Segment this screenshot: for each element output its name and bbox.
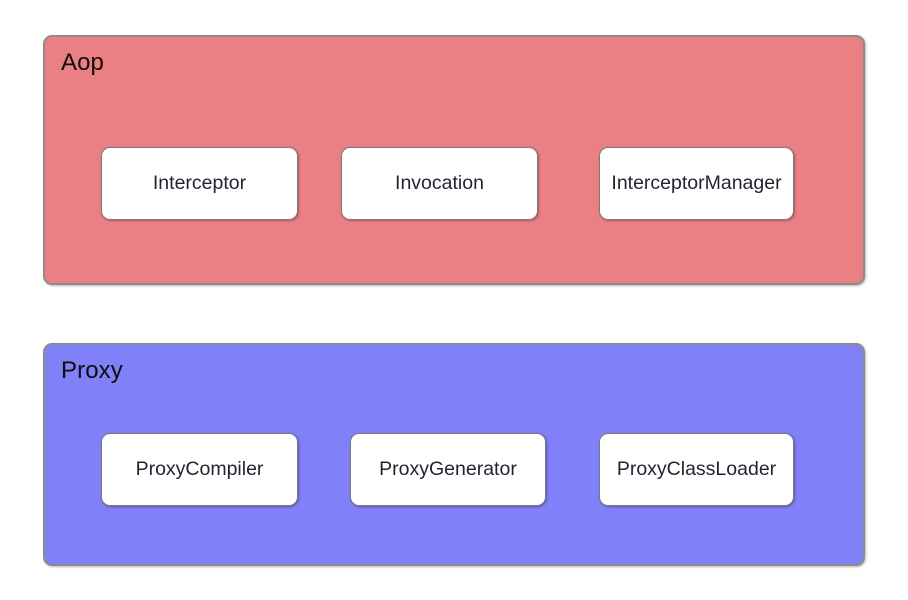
node-box-invocation[interactable]: Invocation [341, 147, 538, 220]
group-title-aop: Aop [61, 49, 105, 76]
node-label-interceptor: Interceptor [152, 172, 247, 194]
node-label-proxyclassloader: ProxyClassLoader [616, 458, 777, 480]
node-label-proxycompiler: ProxyCompiler [135, 458, 264, 480]
node-label-interceptormanager: InterceptorManager [611, 172, 782, 194]
node-label-invocation: Invocation [395, 172, 484, 194]
node-label-proxygenerator: ProxyGenerator [379, 458, 517, 480]
node-box-interceptor[interactable]: Interceptor [101, 147, 298, 220]
node-box-proxygenerator[interactable]: ProxyGenerator [350, 433, 546, 506]
node-box-proxycompiler[interactable]: ProxyCompiler [101, 433, 298, 506]
group-title-proxy: Proxy [61, 357, 123, 384]
group-container-proxy[interactable]: Proxy ProxyCompiler ProxyGenerator Proxy… [43, 343, 865, 566]
node-box-proxyclassloader[interactable]: ProxyClassLoader [599, 433, 794, 506]
node-box-interceptormanager[interactable]: InterceptorManager [599, 147, 794, 220]
group-container-aop[interactable]: Aop Interceptor Invocation InterceptorMa… [43, 35, 865, 285]
